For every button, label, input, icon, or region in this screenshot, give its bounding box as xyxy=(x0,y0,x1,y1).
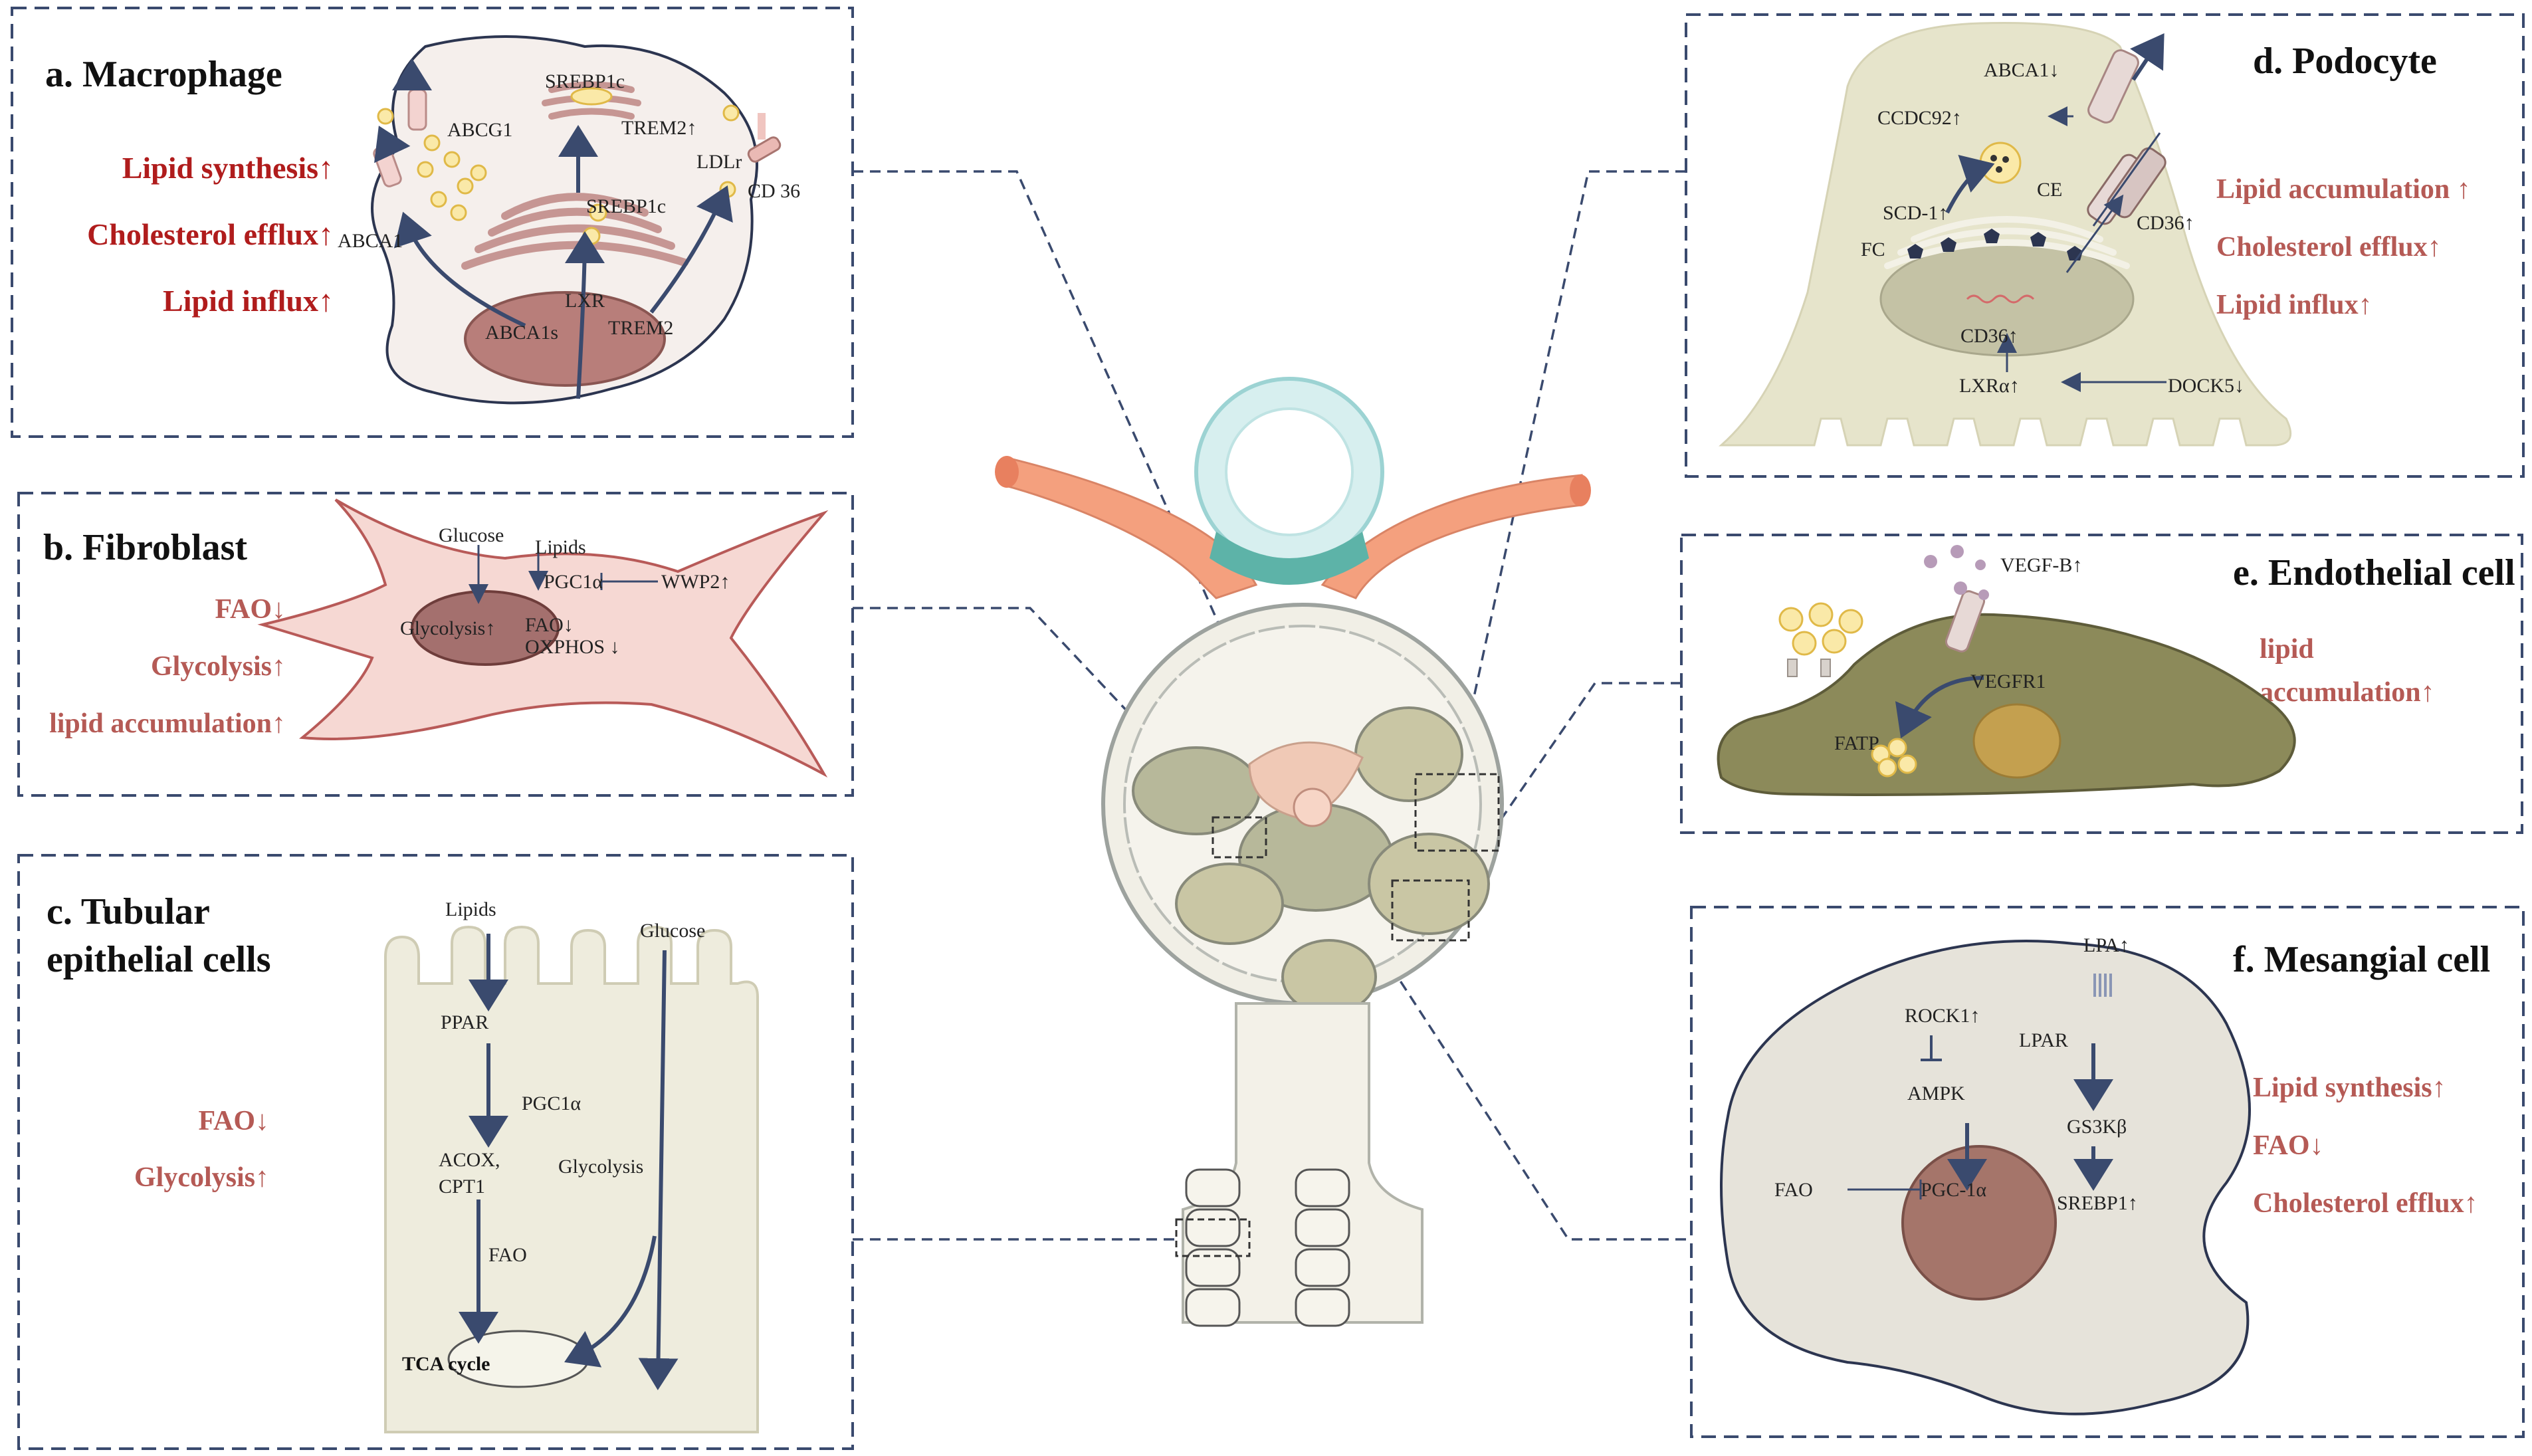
label-pgc-1a: PGC-1α xyxy=(1921,1179,1986,1201)
glomerulus-illustration xyxy=(995,377,1591,1327)
label-fatp: FATP xyxy=(1834,732,1879,754)
label-vegf-b: VEGF-B↑ xyxy=(2000,554,2082,576)
panel-c-title-line1: c. Tubular xyxy=(47,891,210,932)
label-abcg1: ABCG1 xyxy=(447,119,512,141)
panel-b-fibroblast: b. Fibroblast FAO↓ Glycolysis↑ lipid acc… xyxy=(17,492,854,797)
label-vegfr1: VEGFR1 xyxy=(1970,671,2046,692)
label-fao: FAO xyxy=(1774,1179,1813,1201)
panel-f-effect-3: Cholesterol efflux↑ xyxy=(2253,1188,2478,1219)
label-acox: ACOX, xyxy=(439,1149,500,1171)
nucleus-icon xyxy=(464,291,666,387)
panel-a-effect-2: Cholesterol efflux↑ xyxy=(87,217,334,251)
abcg1-transporter-icon xyxy=(407,88,427,131)
panel-f-mesangial: f. Mesangial cell Lipid synthesis↑ FAO↓ … xyxy=(1690,906,2525,1438)
label-cd36-right: CD36↑ xyxy=(2137,212,2194,234)
label-rock1: ROCK1↑ xyxy=(1905,1005,1980,1027)
panel-f-effect-1: Lipid synthesis↑ xyxy=(2253,1073,2446,1103)
label-abca1: ABCA1↓ xyxy=(1984,59,2059,81)
panel-a-border xyxy=(11,7,854,438)
panel-f-title: f. Mesangial cell xyxy=(2233,939,2490,980)
label-ldlr: LDLr xyxy=(696,151,742,173)
panel-f-effect-2: FAO↓ xyxy=(2253,1130,2324,1161)
label-ccdc92: CCDC92↑ xyxy=(1877,107,1962,129)
panel-e-border xyxy=(1680,534,2523,834)
label-ce: CE xyxy=(2037,179,2062,201)
label-srebp1c-mid: SREBP1c xyxy=(586,195,666,217)
panel-c-effect-2: Glycolysis↑ xyxy=(134,1162,269,1193)
label-trem2: TREM2 xyxy=(608,317,673,339)
panel-c-title-line2: epithelial cells xyxy=(47,939,271,980)
label-glucose: Glucose xyxy=(439,524,504,546)
panel-a-effect-1: Lipid synthesis↑ xyxy=(122,151,334,185)
cholesterol-ester-icon xyxy=(1979,142,2022,184)
label-ppar: PPAR xyxy=(441,1011,488,1033)
label-glycolysis: Glycolysis↑ xyxy=(400,617,495,639)
panel-b-effect-2: Glycolysis↑ xyxy=(151,651,286,682)
label-oxphos: OXPHOS ↓ xyxy=(525,636,620,658)
panel-b-border xyxy=(17,492,854,797)
label-lxra: LXRα↑ xyxy=(1959,375,2020,397)
lipid-droplet-icons xyxy=(1778,602,1917,778)
lpa-icon xyxy=(2093,974,2112,997)
label-lpar: LPAR xyxy=(2019,1029,2068,1051)
label-scd1: SCD-1↑ xyxy=(1883,202,1948,224)
nucleus-icon xyxy=(1972,703,2061,779)
macrophage-cell-icon xyxy=(371,35,758,405)
panel-b-effect-3: lipid accumulation↑ xyxy=(49,708,286,739)
ldlr-receptor-icon xyxy=(747,113,782,163)
panel-d-title: d. Podocyte xyxy=(2253,41,2437,82)
panel-c-tubular: c. Tubular epithelial cells FAO↓ Glycoly… xyxy=(17,854,854,1450)
label-cpt1: CPT1 xyxy=(439,1176,485,1197)
nucleus-icon xyxy=(1901,1145,2057,1300)
label-glycolysis: Glycolysis xyxy=(558,1156,643,1178)
label-cd36-nucleus: CD36↑ xyxy=(1960,325,2018,347)
panel-a-effect-3: Lipid influx↑ xyxy=(163,284,334,318)
label-tca-cycle: TCA cycle xyxy=(402,1353,490,1375)
panel-f-border xyxy=(1690,906,2525,1438)
panel-c-effect-1: FAO↓ xyxy=(198,1106,269,1136)
label-fc: FC xyxy=(1861,239,1885,260)
abca1-transporter-icon xyxy=(2087,49,2139,124)
label-glucose: Glucose xyxy=(640,920,705,942)
label-ampk: AMPK xyxy=(1907,1083,1965,1104)
label-abca1s: ABCA1s xyxy=(485,322,558,344)
panel-e-endothelial: e. Endothelial cell lipid accumulation↑ … xyxy=(1680,534,2523,834)
label-fao: FAO↓ xyxy=(525,614,574,636)
panel-a-macrophage: a. Macrophage Lipid synthesis↑ Cholester… xyxy=(11,7,854,438)
label-cd36: CD 36 xyxy=(748,180,800,202)
panel-b-title: b. Fibroblast xyxy=(43,527,247,568)
free-cholesterol-icons xyxy=(1907,229,2083,260)
label-wwp2: WWP2↑ xyxy=(661,571,730,593)
label-lipids: Lipids xyxy=(445,898,496,920)
label-trem2-up: TREM2↑ xyxy=(621,117,696,139)
panel-b-effect-1: FAO↓ xyxy=(215,594,286,625)
panel-e-effect-line1: lipid xyxy=(2260,634,2314,665)
label-gs3kb: GS3Kβ xyxy=(2067,1116,2127,1138)
panel-d-effect-2: Cholesterol efflux↑ xyxy=(2216,232,2442,262)
panel-d-effect-1: Lipid accumulation ↑ xyxy=(2216,174,2471,205)
label-lxr: LXR xyxy=(565,290,605,312)
vegfr1-receptor-icon xyxy=(1945,590,1986,653)
panel-c-border xyxy=(17,854,854,1450)
panel-d-podocyte: d. Podocyte Lipid accumulation ↑ Cholest… xyxy=(1685,13,2525,478)
label-lipids: Lipids xyxy=(535,536,586,558)
panel-e-title: e. Endothelial cell xyxy=(2233,552,2515,593)
panel-a-title: a. Macrophage xyxy=(45,54,282,95)
label-pgc1a: PGC1α xyxy=(544,571,603,593)
vegf-b-icons xyxy=(1924,545,1989,600)
label-fao: FAO xyxy=(488,1244,527,1266)
label-abca1: ABCA1 xyxy=(338,230,403,252)
label-srebp1: SREBP1↑ xyxy=(2057,1192,2138,1214)
panel-d-effect-3: Lipid influx↑ xyxy=(2216,290,2373,320)
label-dock5: DOCK5↓ xyxy=(2168,375,2244,397)
label-srebp1c-top: SREBP1c xyxy=(545,70,625,92)
panel-d-border xyxy=(1685,13,2525,478)
panel-e-effect-line2: accumulation↑ xyxy=(2260,677,2435,708)
label-lpa: LPA↑ xyxy=(2083,934,2129,956)
label-pgc1a: PGC1α xyxy=(522,1092,581,1114)
